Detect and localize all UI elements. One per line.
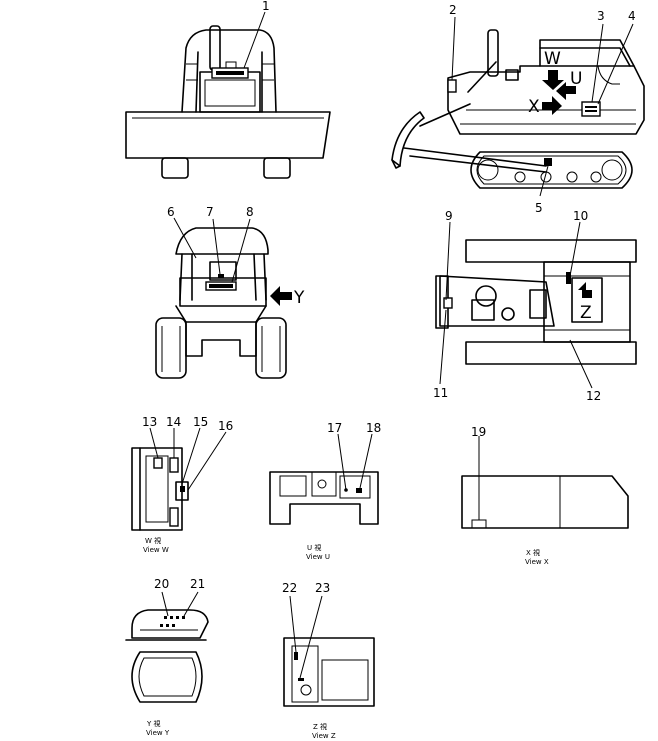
- caption-z: View Z: [312, 732, 336, 740]
- caption-w: View W: [143, 546, 169, 554]
- leaders-13-16: [149, 427, 227, 491]
- callout-22: 22: [282, 581, 297, 595]
- leaders-17-18: [337, 433, 373, 491]
- caption-x: View X: [525, 558, 549, 566]
- callout-17: 17: [327, 421, 342, 435]
- view-z-drawing: [283, 637, 375, 707]
- callout-8: 8: [246, 205, 254, 219]
- rear-view-dozer: [155, 227, 292, 379]
- callout-6: 6: [167, 205, 175, 219]
- callout-2: 2: [449, 3, 457, 17]
- caption-w-kanji: W 視: [145, 536, 161, 545]
- callout-3: 3: [597, 9, 605, 23]
- view-letter-y: Y: [293, 288, 305, 308]
- callout-11: 11: [433, 386, 448, 400]
- callout-14: 14: [166, 415, 181, 429]
- leaders-2-5: [451, 16, 634, 197]
- callout-12: 12: [586, 389, 601, 403]
- caption-x-kanji: X 視: [526, 548, 540, 557]
- callout-19: 19: [471, 425, 486, 439]
- caption-u: View U: [306, 553, 330, 561]
- top-view-dozer: [435, 239, 637, 365]
- callout-7: 7: [206, 205, 214, 219]
- callout-1: 1: [262, 0, 270, 13]
- caption-y-kanji: Y 視: [146, 719, 161, 728]
- view-letter-z: Z: [580, 303, 592, 323]
- leaders-20-21: [161, 591, 199, 617]
- view-w-drawing: [131, 447, 189, 531]
- view-letter-u: U: [570, 69, 582, 89]
- callout-10: 10: [573, 209, 588, 223]
- caption-z-kanji: Z 視: [313, 722, 327, 731]
- callout-4: 4: [628, 9, 636, 23]
- leader-1: [243, 11, 266, 69]
- leaders-9-12: [439, 221, 593, 389]
- callout-16: 16: [218, 419, 233, 433]
- callout-15: 15: [193, 415, 208, 429]
- view-y-drawing: [125, 609, 209, 703]
- callout-13: 13: [142, 415, 157, 429]
- view-letter-w: W: [544, 49, 561, 69]
- callout-9: 9: [445, 209, 453, 223]
- side-view-dozer: [391, 29, 645, 189]
- leaders-22-23: [289, 595, 323, 679]
- leaders-6-8: [173, 217, 251, 283]
- callout-21: 21: [190, 577, 205, 591]
- callout-20: 20: [154, 577, 169, 591]
- callout-5: 5: [535, 201, 543, 215]
- callout-18: 18: [366, 421, 381, 435]
- view-u-drawing: [269, 471, 379, 525]
- view-x-drawing: [461, 436, 629, 529]
- view-letter-x: X: [528, 97, 540, 117]
- callout-23: 23: [315, 581, 330, 595]
- front-view-dozer: [125, 25, 331, 179]
- caption-u-kanji: U 視: [307, 543, 321, 552]
- caption-y: View Y: [146, 729, 170, 737]
